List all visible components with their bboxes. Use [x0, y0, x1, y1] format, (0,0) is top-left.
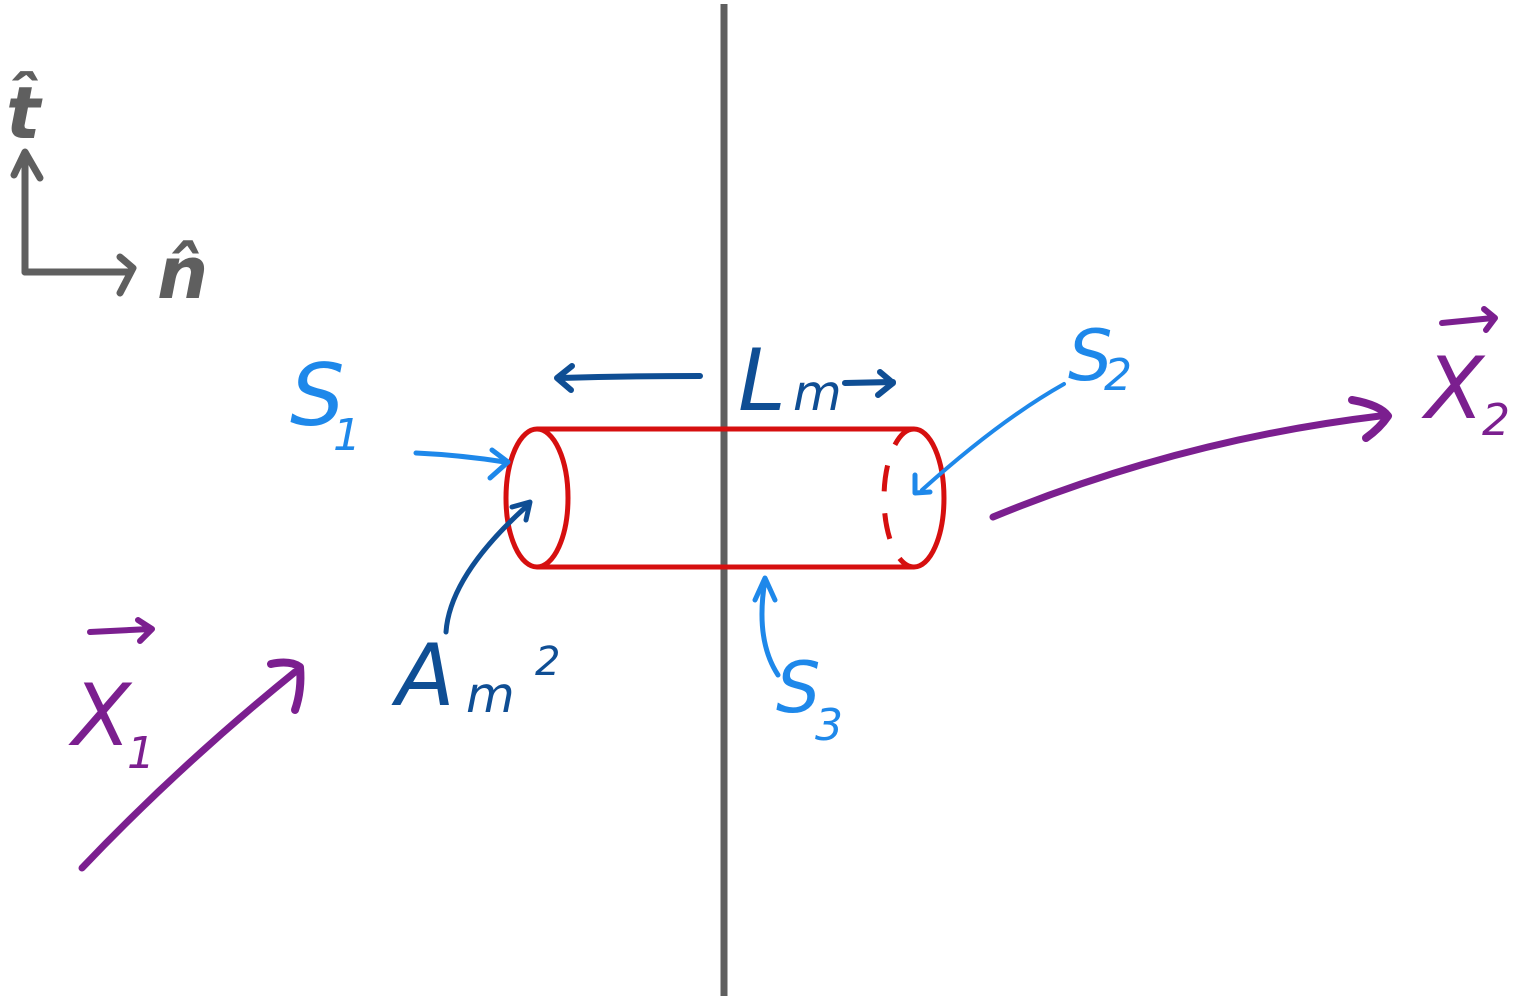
x1-arrow-head-icon	[267, 658, 305, 714]
s2-pointer-head-icon	[912, 472, 933, 496]
x2-vector-bar-icon	[1439, 306, 1498, 333]
x2-arrow-head-icon	[1348, 396, 1392, 442]
axes	[10, 148, 137, 297]
s3-pointer	[759, 577, 781, 678]
s2-label: S	[1068, 315, 1112, 397]
area-unit-power: 2	[535, 639, 560, 685]
length-arrow-left	[557, 373, 703, 381]
arrow-right-small-icon	[875, 369, 896, 398]
pillbox-cylinder	[503, 426, 947, 570]
s2-subscript: 2	[1104, 350, 1132, 401]
s3-pointer-head-icon	[752, 575, 778, 603]
x1-subscript: 1	[127, 728, 155, 779]
s1-pointer-head-icon	[487, 447, 511, 481]
x2-arrow	[989, 412, 1384, 521]
s1-pointer	[413, 450, 508, 465]
n-axis-label: n̂	[157, 231, 208, 315]
area-unit: m	[466, 666, 515, 724]
s1-subscript: 1	[333, 410, 361, 461]
x2-label: X	[1421, 339, 1486, 439]
s3-subscript: 3	[815, 700, 843, 751]
area-pointer	[443, 502, 531, 635]
area-pointer-head-icon	[509, 499, 533, 523]
arrow-right-icon	[116, 253, 137, 297]
x1-label: X	[68, 666, 133, 766]
x1-vector-bar-icon	[87, 617, 155, 644]
length-arrow-right	[842, 379, 896, 386]
area-label: A	[391, 626, 455, 726]
x2-subscript: 2	[1482, 395, 1510, 446]
length-dimension	[554, 363, 896, 398]
cylinder-right-cap-front	[913, 426, 947, 570]
s3-label: S	[776, 647, 820, 729]
x1-arrow	[78, 668, 299, 872]
t-axis-label: t̂	[6, 71, 43, 155]
arrow-up-icon	[10, 148, 44, 182]
length-unit: m	[793, 364, 842, 422]
length-label: L	[738, 331, 786, 431]
cylinder-right-cap-back	[881, 426, 915, 570]
arrow-left-icon	[554, 363, 575, 393]
s1-label: S	[290, 346, 345, 446]
s2-pointer	[920, 382, 1066, 492]
cylinder-left-cap	[503, 426, 571, 570]
